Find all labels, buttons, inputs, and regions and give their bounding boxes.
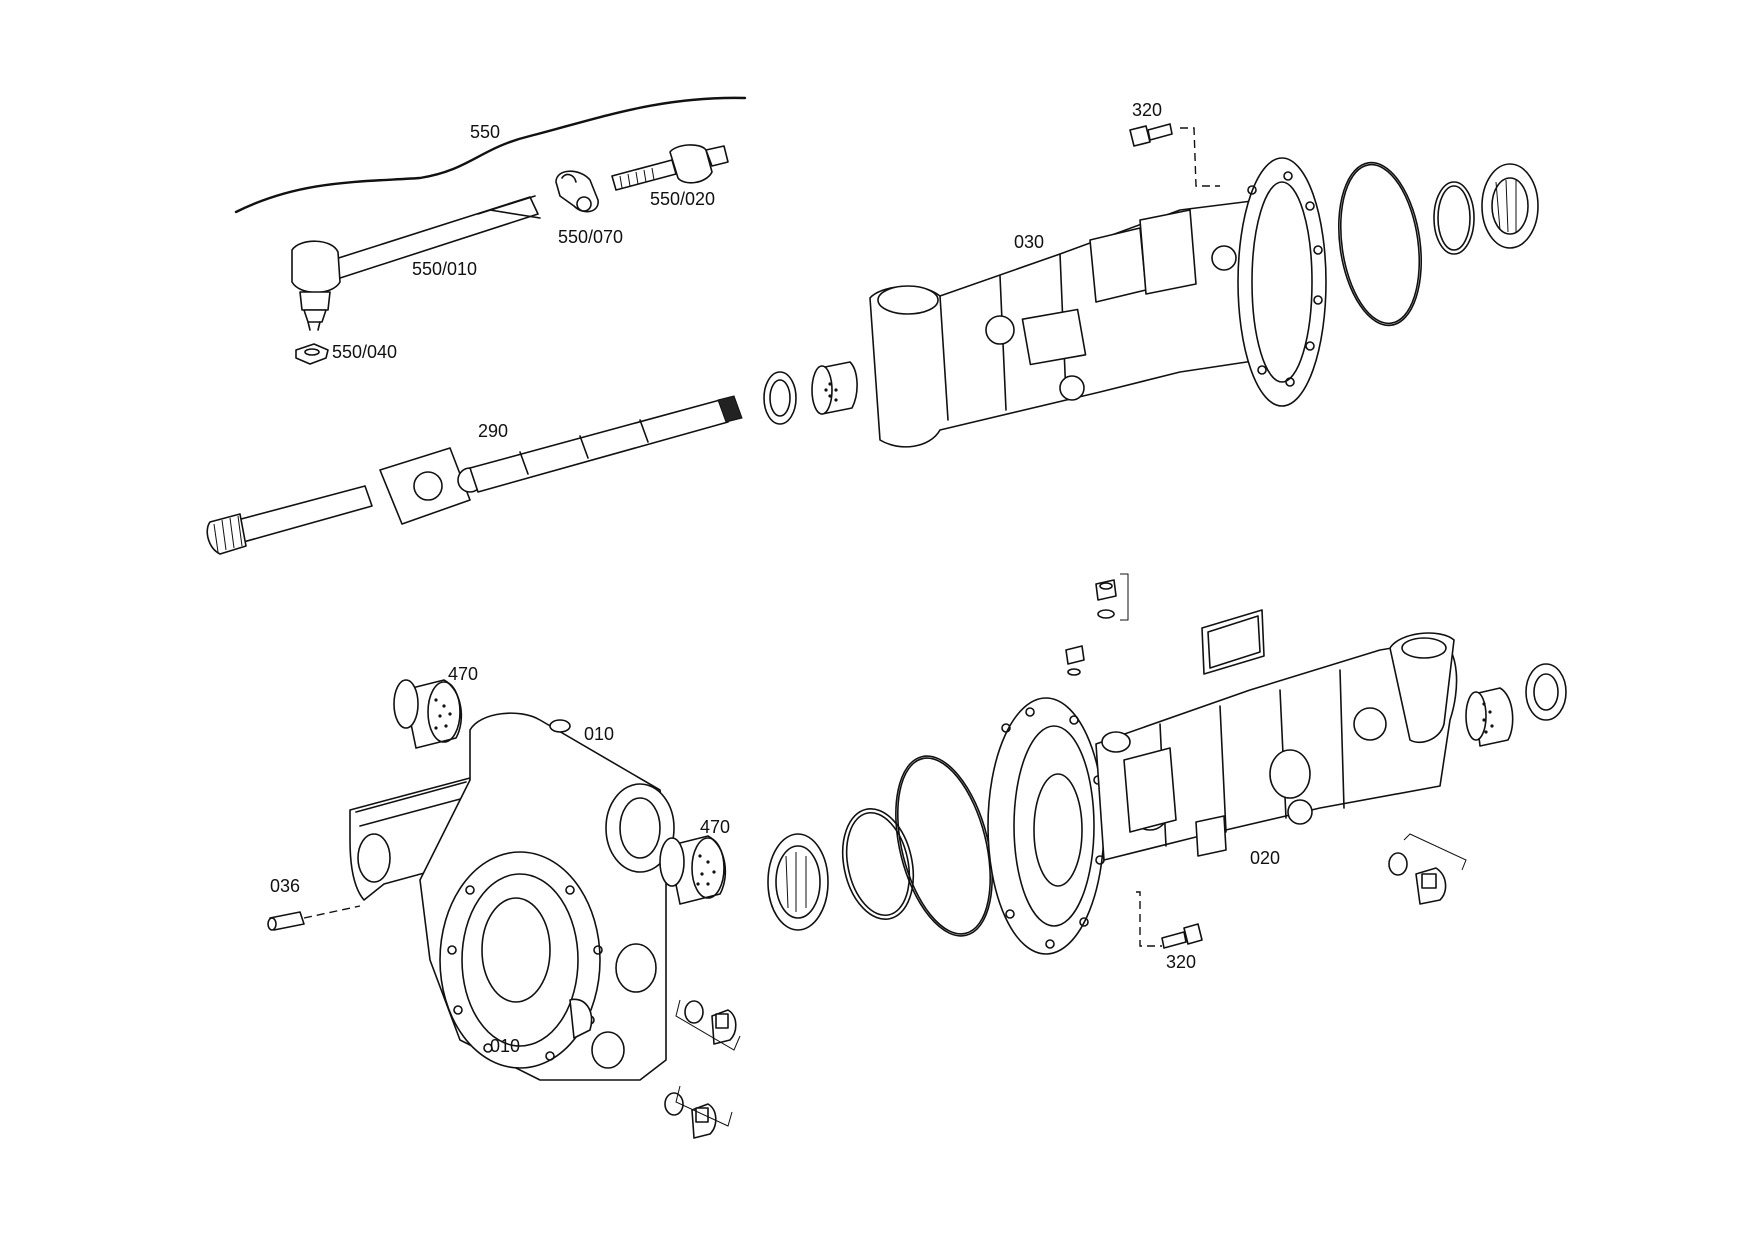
plug-set-housing-right[interactable]	[1388, 833, 1467, 905]
label-020: 020	[1250, 848, 1280, 868]
label-036: 036	[270, 876, 300, 896]
label-550-070: 550/070	[558, 227, 623, 247]
part-036-pin[interactable]: 036	[267, 876, 361, 931]
part-010-steering-knuckle[interactable]: 010 010	[349, 712, 675, 1081]
label-550-010: 550/010	[412, 259, 477, 279]
plug-set-housing-lower[interactable]	[1065, 645, 1085, 676]
part-550-020-tie-rod-end[interactable]	[611, 144, 729, 191]
plug-set-housing-upper[interactable]	[1095, 573, 1129, 621]
part-320-bolt-top[interactable]: 320	[1129, 100, 1220, 187]
bushing-bottom-right[interactable]	[1465, 687, 1514, 747]
bracket-curve-550	[234, 96, 747, 214]
tie-rod-assembly: 550 550/010 550/070 550/020 550/040	[234, 96, 747, 365]
part-550-070-clamp[interactable]	[555, 170, 599, 213]
label-550-020: 550/020	[650, 189, 715, 209]
part-550-040-nut[interactable]	[295, 343, 329, 365]
label-550-040: 550/040	[332, 342, 397, 362]
o-ring-large-bottom[interactable]	[879, 746, 1009, 946]
seal-ring-bottom[interactable]	[833, 802, 923, 926]
seal-ring-top[interactable]	[1433, 181, 1475, 255]
label-470-right: 470	[700, 817, 730, 837]
label-320-bottom: 320	[1166, 952, 1196, 972]
o-ring-large-top[interactable]	[1329, 157, 1431, 331]
part-020-axle-housing[interactable]: 020	[987, 632, 1458, 955]
label-010-bottom: 010	[490, 1036, 520, 1056]
data-plate	[1201, 609, 1265, 675]
label-290: 290	[478, 421, 508, 441]
label-010: 010	[584, 724, 614, 744]
part-320-bolt-bottom[interactable]: 320	[1136, 891, 1203, 972]
plug-set-knuckle-upper[interactable]	[675, 999, 741, 1051]
part-550-010-rod[interactable]	[291, 195, 541, 331]
taper-bearing-bottom[interactable]	[767, 833, 829, 931]
part-290-drive-shaft[interactable]: 290	[206, 395, 743, 555]
seal-bottom-right[interactable]	[1525, 663, 1567, 721]
bearing-pair-top[interactable]	[763, 361, 858, 425]
part-470-bushing-right[interactable]: 470	[659, 817, 730, 905]
plug-set-knuckle-lower[interactable]	[664, 1085, 733, 1139]
part-030-axle-housing[interactable]: 030	[869, 157, 1327, 448]
taper-bearing-top[interactable]	[1481, 163, 1539, 249]
label-030: 030	[1014, 232, 1044, 252]
label-320-top: 320	[1132, 100, 1162, 120]
label-470-top: 470	[448, 664, 478, 684]
part-470-bushing-top[interactable]: 470	[393, 664, 478, 749]
label-550: 550	[470, 122, 500, 142]
